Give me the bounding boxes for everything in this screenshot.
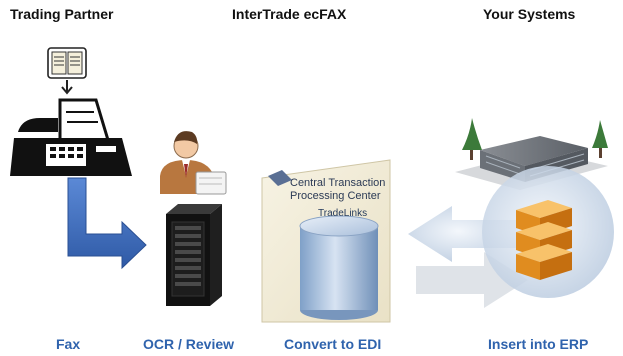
server-tower-icon — [166, 204, 222, 306]
fax-machine-icon — [10, 98, 132, 176]
erp-server-stack-icon — [516, 200, 572, 280]
step-label-fax: Fax — [56, 336, 81, 352]
office-building-icon — [455, 118, 608, 190]
heading-intertrade-ecfax: InterTrade ecFAX — [232, 6, 347, 22]
document-download-icon — [47, 47, 87, 95]
processing-center-line1: Central Transaction — [290, 177, 385, 189]
step-label-ocr: OCR / Review — [143, 336, 235, 352]
step-label-convert: Convert to EDI — [284, 336, 382, 352]
heading-trading-partner: Trading Partner — [10, 6, 114, 22]
fax-to-ocr-arrow — [67, 177, 147, 270]
processing-center-product: TradeLinks — [318, 208, 367, 219]
database-cylinder-icon — [299, 215, 379, 320]
step-label-insert: Insert into ERP — [488, 336, 589, 352]
operator-person-icon — [160, 131, 227, 195]
heading-your-systems: Your Systems — [483, 6, 576, 22]
processing-center-line2: Processing Center — [290, 190, 381, 202]
